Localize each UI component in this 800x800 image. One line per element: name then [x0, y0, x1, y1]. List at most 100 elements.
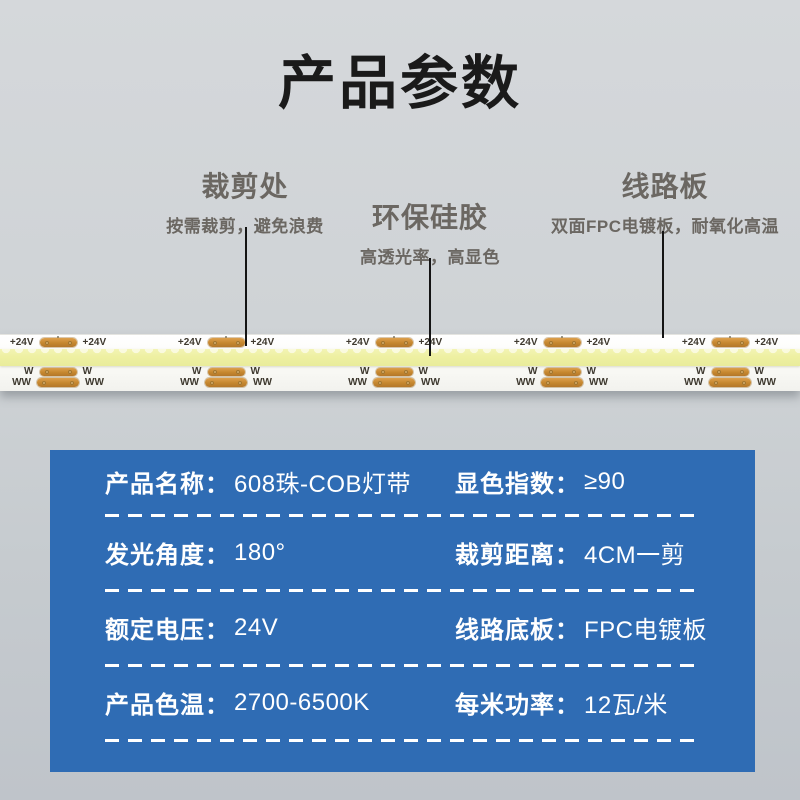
- white-channel-label: W: [528, 366, 538, 377]
- warm-white-channel-label: WW: [12, 376, 31, 388]
- spec-value: 12瓦/米: [584, 692, 668, 719]
- warm-white-channel-label: WW: [589, 376, 608, 388]
- spec-product-name: 产品名称： 608珠-COB灯带: [105, 450, 411, 513]
- callout-cutting-point: 裁剪处 按需裁剪，避免浪费: [115, 165, 375, 237]
- warm-white-channel-label: WW: [348, 376, 367, 388]
- spec-label: 每米功率：: [455, 692, 580, 719]
- strip-segment-positive: +24V +24V: [0, 335, 142, 348]
- spec-value: FPC电镀板: [584, 617, 707, 644]
- solder-pad: [375, 338, 413, 347]
- positive-voltage-label: +24V: [586, 336, 611, 348]
- positive-voltage-label: +24V: [345, 336, 370, 348]
- solder-pad: [711, 338, 749, 347]
- strip-segment-white: W W: [478, 367, 646, 377]
- strip-warm-white-pad-row: WW WW WW WW WW WW WW WW WW WW: [0, 377, 800, 388]
- callout-eco-silicone-subtitle: 高透光率，高显色: [300, 243, 560, 268]
- spec-cut-distance: 裁剪距离： 4CM一剪: [455, 517, 685, 588]
- spec-value: 24V: [234, 613, 279, 641]
- spec-label: 产品名称：: [105, 471, 230, 498]
- callout-cutting-point-title: 裁剪处: [201, 171, 289, 202]
- strip-segment-positive: +24V +24V: [310, 335, 478, 348]
- led-strip-image: +24V +24V +24V +24V +24V +24V +24V +24V: [0, 334, 800, 391]
- strip-segment-warm-white: WW WW: [0, 376, 142, 388]
- warm-white-channel-label: WW: [516, 376, 535, 388]
- spec-beam-angle: 发光角度： 180°: [105, 517, 286, 588]
- warm-white-channel-label: WW: [684, 376, 703, 388]
- spec-cri: 显色指数： ≥90: [455, 450, 625, 513]
- callout-circuit-board-title: 线路板: [621, 171, 709, 202]
- white-channel-label: W: [82, 366, 92, 377]
- warm-white-channel-label: WW: [253, 376, 272, 388]
- strip-segment-warm-white: WW WW: [478, 376, 646, 388]
- dashed-divider: [105, 514, 703, 517]
- spec-label: 发光角度：: [105, 542, 230, 569]
- callout-eco-silicone-title: 环保硅胶: [371, 202, 488, 233]
- positive-voltage-label: +24V: [9, 336, 34, 348]
- strip-positive-pad-row: +24V +24V +24V +24V +24V +24V +24V +24V: [0, 335, 800, 349]
- solder-pad: [711, 368, 749, 376]
- solder-pad: [207, 338, 245, 347]
- spec-row-1: 产品名称： 608珠-COB灯带 显色指数： ≥90: [50, 450, 755, 517]
- strip-white-pad-row: W W W W W W W W W W: [0, 367, 800, 377]
- strip-segment-positive: +24V +24V: [646, 335, 800, 348]
- callout-eco-silicone: 环保硅胶 高透光率，高显色: [300, 196, 560, 268]
- spec-color-temperature: 产品色温： 2700-6500K: [105, 667, 370, 738]
- strip-segment-warm-white: WW WW: [310, 376, 478, 388]
- white-channel-label: W: [250, 366, 260, 377]
- spec-label: 线路底板：: [455, 617, 580, 644]
- spec-value: ≥90: [584, 467, 626, 495]
- solder-pad: [541, 378, 583, 387]
- solder-pad: [207, 368, 245, 376]
- solder-pad: [39, 338, 77, 347]
- leader-line-eco-silicone: [429, 258, 431, 356]
- positive-voltage-label: +24V: [250, 336, 275, 348]
- spec-label: 产品色温：: [105, 692, 230, 719]
- callout-circuit-board: 线路板 双面FPC电镀板，耐氧化高温: [520, 165, 800, 237]
- spec-value: 2700-6500K: [234, 688, 370, 716]
- white-channel-label: W: [360, 366, 370, 377]
- white-channel-label: W: [192, 366, 202, 377]
- spec-board-type: 线路底板： FPC电镀板: [455, 592, 707, 663]
- strip-segment-white: W W: [646, 367, 800, 377]
- spec-table: 产品名称： 608珠-COB灯带 显色指数： ≥90 发光角度： 180° 裁剪…: [50, 450, 755, 772]
- white-channel-label: W: [696, 366, 706, 377]
- callout-circuit-board-subtitle: 双面FPC电镀板，耐氧化高温: [551, 217, 779, 236]
- positive-voltage-label: +24V: [754, 336, 779, 348]
- warm-white-channel-label: WW: [421, 376, 440, 388]
- spec-row-4: 产品色温： 2700-6500K 每米功率： 12瓦/米: [50, 667, 755, 742]
- leader-line-cutting-point: [245, 227, 247, 346]
- solder-pad: [543, 368, 581, 376]
- positive-voltage-label: +24V: [177, 336, 202, 348]
- dashed-divider: [105, 589, 703, 592]
- warm-white-channel-label: WW: [757, 376, 776, 388]
- strip-segment-white: W W: [0, 367, 142, 377]
- callout-cutting-point-subtitle: 按需裁剪，避免浪费: [115, 212, 375, 237]
- positive-voltage-label: +24V: [82, 336, 107, 348]
- leader-line-circuit-board: [662, 231, 664, 338]
- dashed-divider: [105, 664, 703, 667]
- spec-row-2: 发光角度： 180° 裁剪距离： 4CM一剪: [50, 517, 755, 592]
- solder-pad: [39, 368, 77, 376]
- strip-segment-white: W W: [142, 367, 310, 377]
- spec-label: 显色指数：: [455, 471, 580, 498]
- dashed-divider: [105, 739, 703, 742]
- spec-rated-voltage: 额定电压： 24V: [105, 592, 278, 663]
- warm-white-channel-label: WW: [85, 376, 104, 388]
- solder-pad: [709, 378, 751, 387]
- positive-voltage-label: +24V: [681, 336, 706, 348]
- spec-value: 608珠-COB灯带: [234, 471, 412, 498]
- white-channel-label: W: [418, 366, 428, 377]
- solder-pad: [375, 368, 413, 376]
- spec-row-3: 额定电压： 24V 线路底板： FPC电镀板: [50, 592, 755, 667]
- white-channel-label: W: [586, 366, 596, 377]
- solder-pad: [205, 378, 247, 387]
- strip-segment-white: W W: [310, 367, 478, 377]
- strip-segment-warm-white: WW WW: [646, 376, 800, 388]
- solder-pad: [37, 378, 79, 387]
- page-title: 产品参数: [277, 51, 522, 116]
- strip-segment-positive: +24V +24V: [142, 335, 310, 348]
- spec-value: 180°: [234, 538, 286, 566]
- white-channel-label: W: [754, 366, 764, 377]
- white-channel-label: W: [24, 366, 34, 377]
